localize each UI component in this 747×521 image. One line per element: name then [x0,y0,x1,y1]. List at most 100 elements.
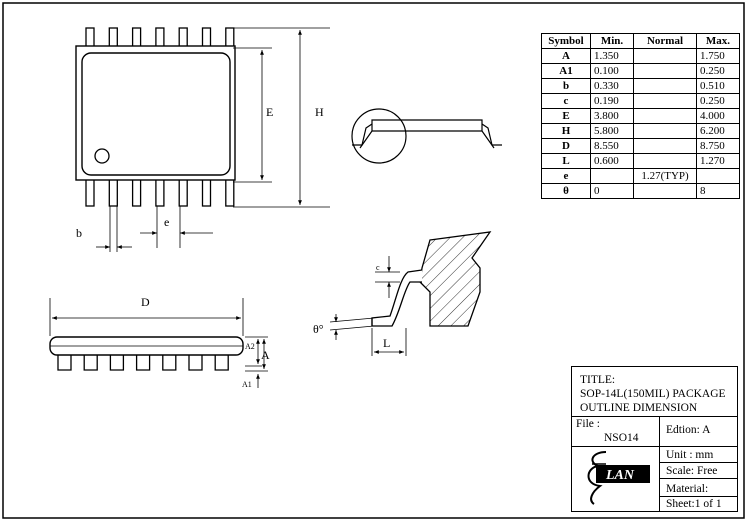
table-cell-symbol: θ [541,183,591,199]
table-cell-symbol: b [541,78,591,94]
label-b: b [76,226,82,240]
label-D: D [141,295,150,309]
body-section-hatch [419,231,492,327]
top-view: E H b e [75,27,330,252]
table-cell-symbol: D [541,138,591,154]
label-L: L [383,336,390,350]
table-cell-max: 6.200 [696,123,740,139]
table-cell-symbol: c [541,93,591,109]
file-label: File : [576,418,600,430]
table-header: Normal [633,33,697,49]
lead-section [371,269,423,327]
edition-cell: Edtion: A [660,417,737,447]
label-E: E [266,105,273,119]
pin1-marker [94,148,110,164]
table-cell-normal: 1.27(TYP) [633,168,697,184]
table-cell-min: 0 [590,183,634,199]
title-cell: TITLE: SOP-14L(150MIL) PACKAGE OUTLINE D… [572,367,737,417]
table-header: Min. [590,33,634,49]
table-cell-max [696,168,740,184]
table-cell-min: 8.550 [590,138,634,154]
lead-detail: c L θ° [313,231,492,356]
table-cell-normal [633,93,697,109]
label-H: H [315,105,324,119]
logo-cell [572,447,660,511]
table-cell-min: 3.800 [590,108,634,124]
title-block: TITLE: SOP-14L(150MIL) PACKAGE OUTLINE D… [571,366,738,512]
table-cell-normal [633,78,697,94]
table-cell-max: 0.510 [696,78,740,94]
title-label: TITLE: [580,374,616,386]
table-cell-min: 0.190 [590,93,634,109]
label-theta: θ° [313,322,324,336]
title-line2: OUTLINE DIMENSION [580,402,698,414]
elan-logo: LAN [587,451,650,505]
table-cell-min: 0.600 [590,153,634,169]
table-header-row: Symbol Min. Normal Max. [541,33,740,49]
sheet-cell: Sheet:1 of 1 [666,498,722,510]
bottom-pin [108,178,118,207]
table-cell-symbol: A1 [541,63,591,79]
table-cell-symbol: A [541,48,591,64]
table-cell-max: 8 [696,183,740,199]
file-cell: File : NSO14 [572,417,660,447]
table-cell-normal [633,123,697,139]
label-A: A [261,348,270,362]
table-cell-symbol: E [541,108,591,124]
top-pin [201,27,212,48]
label-c: c [376,263,380,272]
table-cell-symbol: e [541,168,591,184]
table-cell-max: 0.250 [696,63,740,79]
scale-cell: Scale: Free [660,463,737,479]
table-cell-normal [633,153,697,169]
detail-circle [351,108,407,164]
table-cell-min [590,168,634,184]
top-pin [155,27,165,48]
top-pins-lower [85,178,235,207]
table-cell-normal [633,108,697,124]
title-line1: SOP-14L(150MIL) PACKAGE [580,388,726,400]
table-cell-normal [633,183,697,199]
top-pin [131,27,142,48]
bottom-pin [131,178,142,207]
top-pin [225,27,235,48]
table-cell-max: 1.750 [696,48,740,64]
top-pin [85,27,95,48]
material-cell: Material: [660,479,737,497]
bottom-pin [155,178,165,207]
top-pin [108,27,118,48]
top-pins-upper [85,27,235,48]
side-view: D A2 A A1 [49,295,270,389]
table-cell-min: 1.350 [590,48,634,64]
bottom-pin [178,178,188,207]
lead-profile [351,108,502,164]
table-cell-symbol: L [541,153,591,169]
table-cell-max: 1.270 [696,153,740,169]
table-header: Symbol [541,33,591,49]
bottom-pin [85,178,95,207]
table-cell-max: 4.000 [696,108,740,124]
unit-cell: Unit : mm [660,447,737,463]
table-cell-min: 5.800 [590,123,634,139]
table-cell-symbol: H [541,123,591,139]
table-cell-min: 0.330 [590,78,634,94]
table-cell-max: 8.750 [696,138,740,154]
package-body-outline [75,45,236,181]
label-e: e [164,215,169,229]
bottom-pin [201,178,212,207]
label-A1: A1 [242,380,252,389]
table-cell-normal [633,63,697,79]
logo-text: LAN [605,468,635,483]
table-cell-normal [633,138,697,154]
top-pin [178,27,188,48]
